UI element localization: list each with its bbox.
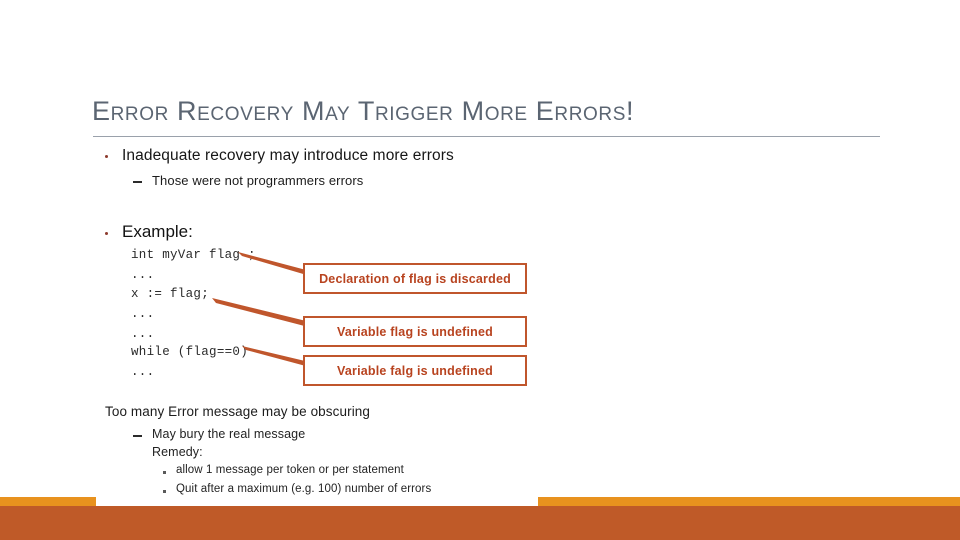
- body-bullet-2-sub: May bury the real message: [152, 427, 306, 441]
- body-bullet-1-sub: Those were not programmers errors: [152, 173, 364, 188]
- bullet-marker-dot-example: [105, 232, 108, 235]
- code-line-7: ...: [131, 365, 155, 379]
- remedy-item-1: allow 1 message per token or per stateme…: [176, 464, 404, 476]
- body-bullet-1: Inadequate recovery may introduce more e…: [122, 147, 454, 164]
- callout-declaration-discarded: Declaration of flag is discarded: [303, 263, 527, 294]
- code-line-2: ...: [131, 268, 155, 282]
- bullet-marker-dot: [105, 155, 108, 158]
- bullet-marker-dash: [133, 181, 142, 183]
- page-title: Error Recovery May Trigger More Errors!: [92, 96, 635, 126]
- slide-body: Inadequate recovery may introduce more e…: [0, 142, 960, 498]
- code-line-3: x := flag;: [131, 287, 210, 301]
- callout-variable-falg-undefined: Variable falg is undefined: [303, 355, 527, 386]
- footer-accent-notch: [96, 497, 538, 506]
- code-line-6: while (flag==0): [131, 345, 249, 359]
- footer-band: [0, 506, 960, 540]
- example-label: Example:: [122, 222, 193, 241]
- code-line-4: ...: [131, 307, 155, 321]
- body-bullet-2: Too many Error message may be obscuring: [105, 404, 371, 419]
- bullet-marker-square-2: [163, 490, 166, 493]
- code-line-1: int myVar flag ;: [131, 248, 256, 262]
- footer-accent-bar-right: [538, 497, 960, 506]
- remedy-label: Remedy:: [152, 445, 203, 459]
- code-line-5: ...: [131, 327, 155, 341]
- bullet-marker-square-1: [163, 471, 166, 474]
- title-divider: [93, 136, 880, 137]
- callout-variable-flag-undefined: Variable flag is undefined: [303, 316, 527, 347]
- remedy-item-2: Quit after a maximum (e.g. 100) number o…: [176, 483, 432, 495]
- bullet-marker-dash-2: [133, 435, 142, 437]
- footer-accent-bar-left: [0, 497, 96, 506]
